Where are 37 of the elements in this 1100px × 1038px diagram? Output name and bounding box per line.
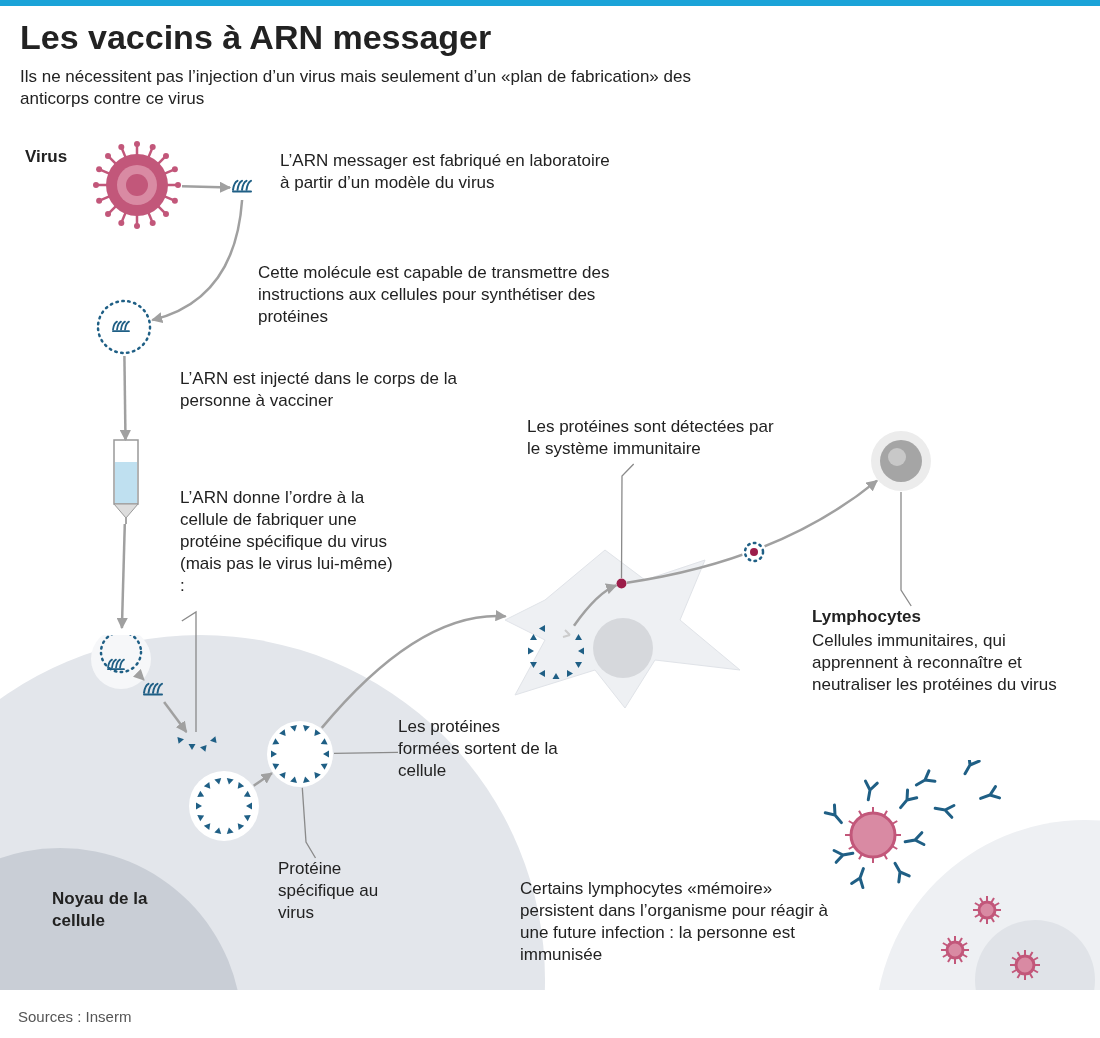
virus-icon xyxy=(92,140,182,230)
leader-line xyxy=(620,463,635,579)
annotation-text: L’ARN est injecté dans le corps de la personne à vacciner xyxy=(180,368,458,412)
arrow xyxy=(626,479,878,584)
annotation-text: Protéine spécifique au virus xyxy=(278,858,398,934)
annotation-text: Certains lymphocytes «mémoire» persistent dans l’organisme pour réagir à une future infection : la personne est immunisée xyxy=(520,878,830,966)
leader-line xyxy=(301,787,317,859)
annotation-text: Les protéines sont détectées par le système immunitaire xyxy=(527,416,787,464)
annotation-text: Cellules immunitaires, qui apprennent à reconnaître et neutraliser les protéines du virus xyxy=(812,630,1058,696)
nanoparticle-icon xyxy=(90,635,152,690)
arrow xyxy=(320,610,507,729)
vesicle-icon xyxy=(188,770,260,842)
arrow xyxy=(151,199,244,323)
subtitle: Ils ne nécessitent pas l’injection d’un virus mais seulement d’un «plan de fabrication» des anticorps contre ce virus xyxy=(20,66,692,110)
arrow xyxy=(132,668,145,681)
arrow xyxy=(253,772,273,787)
annotation-text: L’ARN messager est fabriqué en laboratoire à partir d’un modèle du virus xyxy=(280,150,610,194)
arrow xyxy=(116,523,128,630)
annotation-text: Les protéines formées sortent de la cellule xyxy=(398,716,558,786)
annotation-text: L’ARN donne l’ordre à la cellule de fabriquer une protéine spécifique du virus (mais pas le virus lui-même) : xyxy=(180,487,395,621)
nucleus-label: Noyau de la cellule xyxy=(52,888,149,932)
heading-label: Lymphocytes xyxy=(812,606,922,628)
source-note: Sources : Inserm xyxy=(18,1007,133,1027)
lymphocyte-icon xyxy=(870,430,932,492)
arrow xyxy=(119,356,131,442)
protein-dot-icon xyxy=(616,578,627,589)
heading-label: Virus xyxy=(25,146,69,168)
leader-line xyxy=(333,751,399,755)
arrow xyxy=(573,584,618,627)
leader-line xyxy=(181,610,197,733)
arrow xyxy=(163,701,188,733)
leader-line xyxy=(900,491,912,607)
title: Les vaccins à ARN messager xyxy=(20,18,492,57)
arrow xyxy=(181,181,232,193)
protein-ring-icon xyxy=(266,720,334,788)
nanoparticle-icon xyxy=(95,298,153,356)
annotation-text: Cette molécule est capable de transmettre des instructions aux cellules pour synthétiser des protéines xyxy=(258,262,611,328)
